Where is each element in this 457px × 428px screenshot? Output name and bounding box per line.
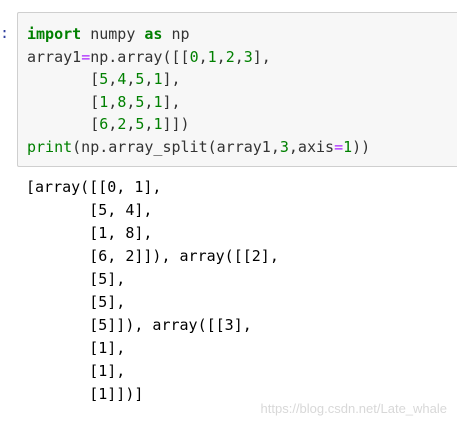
code-token: 4 [117, 70, 127, 88]
code-token: ]]) [162, 115, 190, 133]
code-token: 1 [153, 70, 163, 88]
output-line: [6, 2]]), array([[2], [26, 247, 279, 265]
output-line: [5]]), array([[3], [26, 316, 252, 334]
code-line: [6,2,5,1]]) [27, 113, 370, 136]
code-token: np [162, 25, 190, 43]
code-token: [ [27, 115, 100, 133]
code-token: numpy [81, 25, 145, 43]
output-line: [1, 8], [26, 224, 153, 242]
code-token: , [144, 70, 154, 88]
code-token: ], [252, 47, 271, 66]
code-token: , [216, 47, 226, 66]
code-token: 3 [243, 47, 253, 66]
code-token: as [144, 25, 163, 43]
code-token: , [126, 115, 136, 133]
code-token: 5 [135, 115, 145, 133]
code-token: , [108, 115, 118, 133]
code-token: , [126, 70, 136, 88]
input-prompt: : [0, 24, 10, 42]
output-line: [5, 4], [26, 201, 153, 219]
code-token: ], [162, 92, 181, 111]
code-line: [5,4,5,1], [27, 68, 370, 91]
output-line: [5], [26, 293, 126, 311]
code-token: 1 [153, 115, 163, 133]
code-line: [1,8,5,1], [27, 91, 370, 114]
code-token: np.array([[ [90, 47, 190, 66]
code-token: 5 [135, 70, 145, 88]
code-token: , [108, 70, 118, 88]
code-token: , [144, 92, 154, 111]
code-token: ], [162, 70, 181, 88]
watermark: https://blog.csdn.net/Late_whale [260, 401, 447, 416]
output-line: [1]])] [26, 385, 144, 403]
code-token: 6 [99, 115, 109, 133]
code-line: print(np.array_split(array1,3,axis=1)) [27, 136, 370, 159]
code-token: (np.array_split(array1, [72, 137, 280, 156]
code-token: )) [352, 137, 371, 156]
cell-output: [array([[0, 1], [5, 4], [1, 8], [6, 2]])… [26, 176, 279, 406]
code-token: print [27, 137, 73, 156]
output-line: [1], [26, 362, 126, 380]
code-token: [ [27, 92, 100, 111]
code-token: 3 [279, 137, 289, 156]
code-token: 5 [135, 92, 145, 111]
code-token: 8 [117, 92, 127, 111]
code-token: 5 [99, 70, 109, 88]
output-line: [1], [26, 339, 126, 357]
code-token: = [334, 137, 344, 156]
code-line: array1=np.array([[0,1,2,3], [27, 46, 370, 69]
code-token: , [198, 47, 208, 66]
code-token: 1 [99, 92, 109, 111]
code-token: 0 [189, 47, 199, 66]
code-token: 2 [225, 47, 235, 66]
output-line: [5], [26, 270, 126, 288]
code-token: 1 [207, 47, 217, 66]
code-token: , [144, 115, 154, 133]
output-line: [array([[0, 1], [26, 178, 162, 196]
code-token: ,axis [288, 137, 335, 156]
code-token: array1 [27, 47, 82, 66]
code-token: , [234, 47, 244, 66]
code-line: import numpy as np [27, 23, 370, 46]
code-token: [ [27, 70, 100, 88]
code-token: , [126, 92, 136, 111]
code-token: 1 [343, 137, 353, 156]
code-token: = [81, 47, 91, 66]
code-token: 2 [117, 115, 127, 133]
code-token: 1 [153, 92, 163, 111]
code-token: import [27, 25, 82, 43]
code-token: , [108, 92, 118, 111]
